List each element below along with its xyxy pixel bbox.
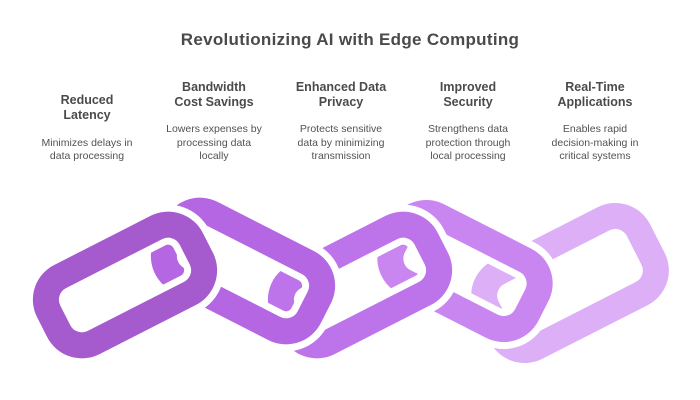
- feature-column-enhanced-data-privacy: Enhanced Data Privacy Protects sensitive…: [280, 80, 402, 164]
- feature-column-reduced-latency: Reduced Latency Minimizes delays in data…: [26, 93, 148, 164]
- chain-illustration: [25, 195, 676, 371]
- feature-description-reduced-latency: Minimizes delays in data processing: [41, 136, 133, 163]
- feature-heading-reduced-latency: Reduced Latency: [60, 93, 114, 123]
- feature-heading-enhanced-data-privacy: Enhanced Data Privacy: [295, 79, 387, 109]
- chain-link-1: [25, 204, 225, 366]
- feature-description-bandwidth-cost-savings: Lowers expenses by processing data local…: [166, 123, 262, 163]
- chain-illustration-container: [0, 195, 700, 400]
- feature-columns: Reduced Latency Minimizes delays in data…: [26, 62, 656, 164]
- feature-heading-improved-security: Improved Security: [439, 79, 497, 109]
- feature-description-enhanced-data-privacy: Protects sensitive data by minimizing tr…: [297, 123, 385, 163]
- page-title: Revolutionizing AI with Edge Computing: [180, 30, 520, 49]
- feature-column-real-time-applications: Real-Time Applications Enables rapid dec…: [534, 80, 656, 164]
- feature-description-improved-security: Strengthens data protection through loca…: [425, 123, 511, 163]
- feature-heading-real-time-applications: Real-Time Applications: [557, 79, 633, 109]
- feature-column-bandwidth-cost-savings: Bandwidth Cost Savings Lowers expenses b…: [153, 80, 275, 164]
- feature-heading-bandwidth-cost-savings: Bandwidth Cost Savings: [174, 79, 254, 109]
- feature-column-improved-security: Improved Security Strengthens data prote…: [407, 80, 529, 164]
- feature-description-real-time-applications: Enables rapid decision-making in critica…: [551, 123, 639, 163]
